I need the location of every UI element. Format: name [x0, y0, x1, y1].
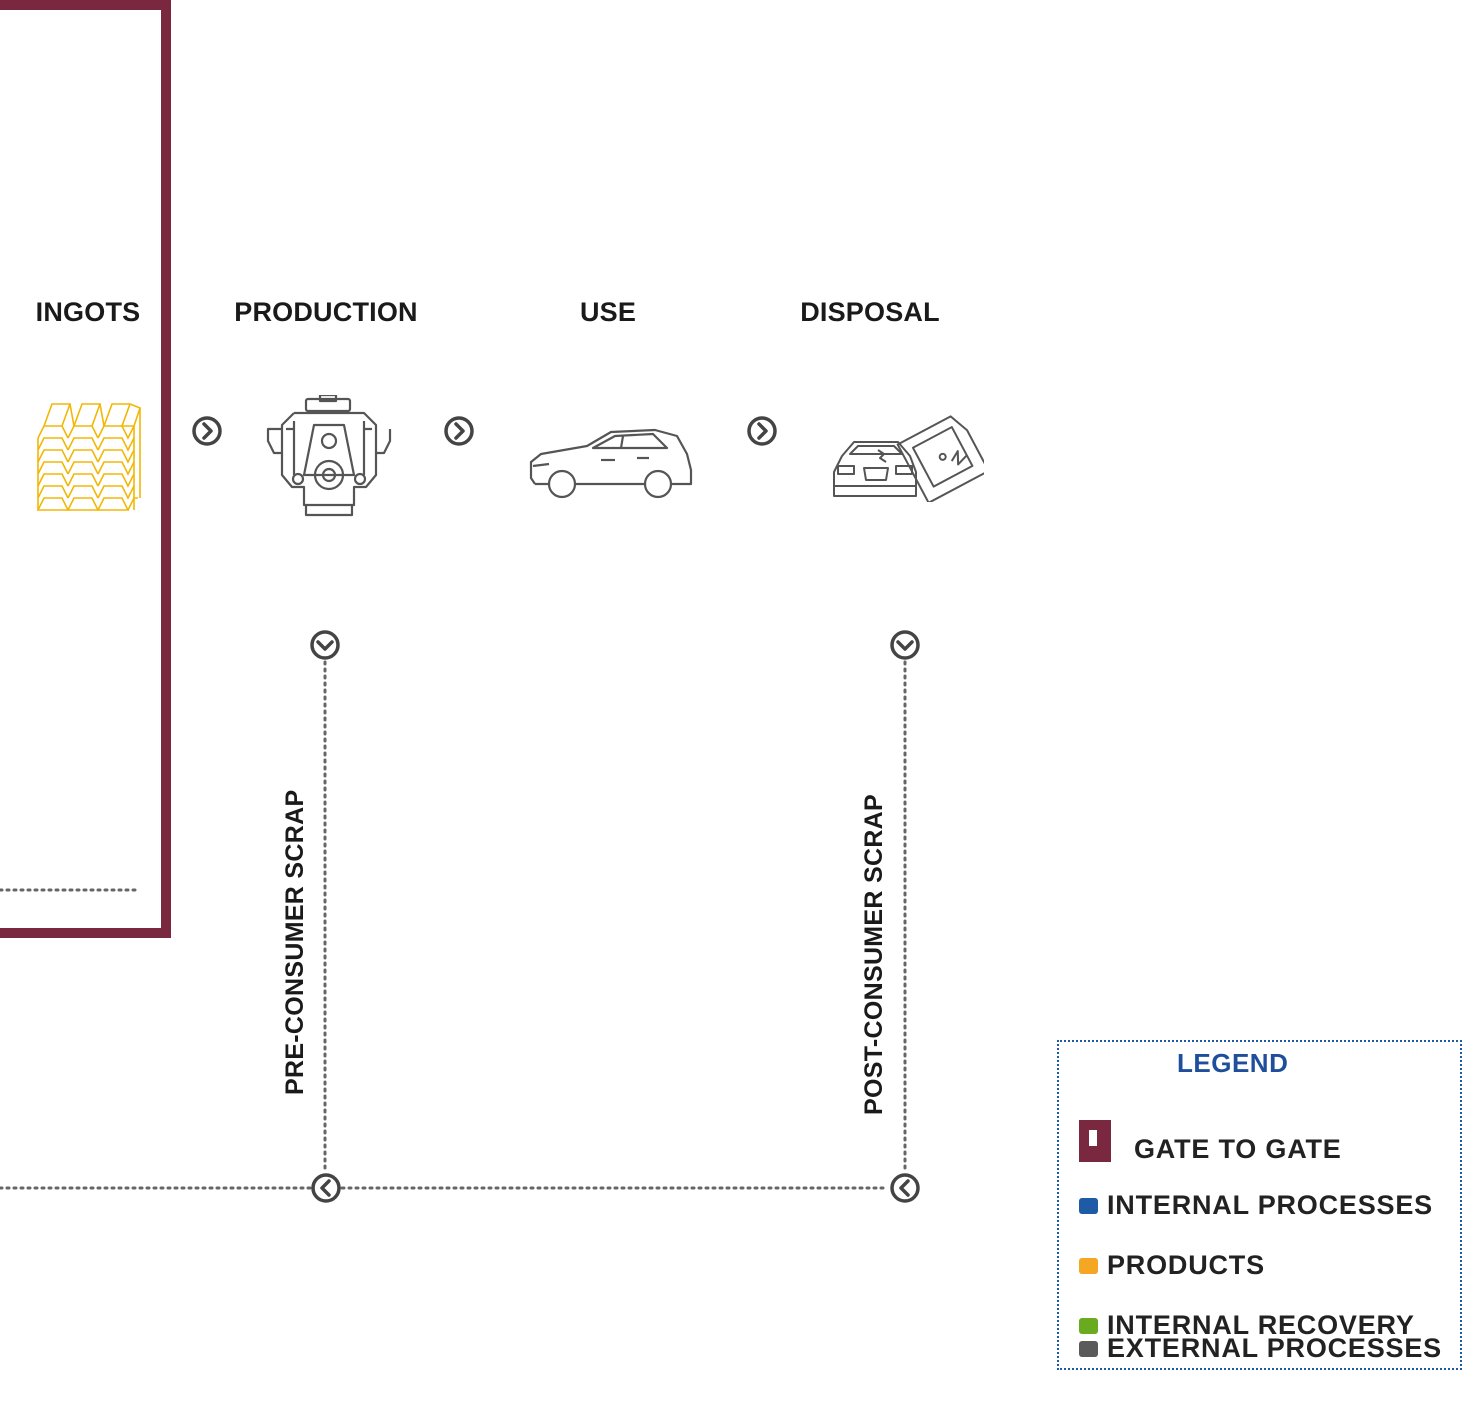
legend-item-internal-processes: INTERNAL PROCESSES — [1079, 1190, 1433, 1221]
legend-item-external-processes: EXTERNAL PROCESSES — [1079, 1333, 1442, 1364]
chevron-down-icon — [890, 630, 920, 660]
legend-item-label: INTERNAL RECOVERY — [1107, 1310, 1415, 1340]
chevron-right-icon — [444, 416, 474, 446]
car-icon — [529, 428, 693, 499]
legend-gate-to-gate-label: GATE TO GATE — [1134, 1134, 1342, 1164]
legend: LEGEND GATE TO GATE INTERNAL PROCESSES P… — [1057, 1040, 1462, 1370]
chevron-right-icon — [747, 416, 777, 446]
chevron-left-icon — [311, 1173, 341, 1203]
engine-icon — [266, 395, 392, 517]
legend-item-products: PRODUCTS — [1079, 1250, 1265, 1281]
stage-disposal-label: DISPOSAL — [800, 297, 940, 327]
gate-to-gate-swatch — [1079, 1120, 1111, 1162]
legend-title: LEGEND — [1177, 1048, 1289, 1078]
external-processes-swatch — [1079, 1340, 1098, 1357]
stage-production-label: PRODUCTION — [234, 297, 418, 327]
post-consumer-scrap-label: POST-CONSUMER SCRAP — [860, 793, 888, 1115]
ingots-icon — [36, 403, 141, 511]
chevron-down-icon — [310, 630, 340, 660]
chevron-right-icon — [192, 416, 222, 446]
internal-processes-swatch — [1079, 1197, 1098, 1214]
legend-item-label: EXTERNAL PROCESSES — [1107, 1333, 1442, 1363]
legend-item-internal-recovery: INTERNAL RECOVERY — [1079, 1310, 1415, 1341]
internal-recovery-swatch — [1079, 1317, 1098, 1334]
stage-ingots-label: INGOTS — [35, 297, 141, 327]
legend-item-label: INTERNAL PROCESSES — [1107, 1190, 1433, 1220]
pre-consumer-scrap-label: PRE-CONSUMER SCRAP — [281, 789, 309, 1095]
chevron-left-icon — [890, 1173, 920, 1203]
legend-item-label: PRODUCTS — [1107, 1250, 1265, 1280]
crashed-cars-icon — [833, 415, 984, 502]
products-swatch — [1079, 1257, 1098, 1274]
stage-use-label: USE — [579, 297, 637, 327]
